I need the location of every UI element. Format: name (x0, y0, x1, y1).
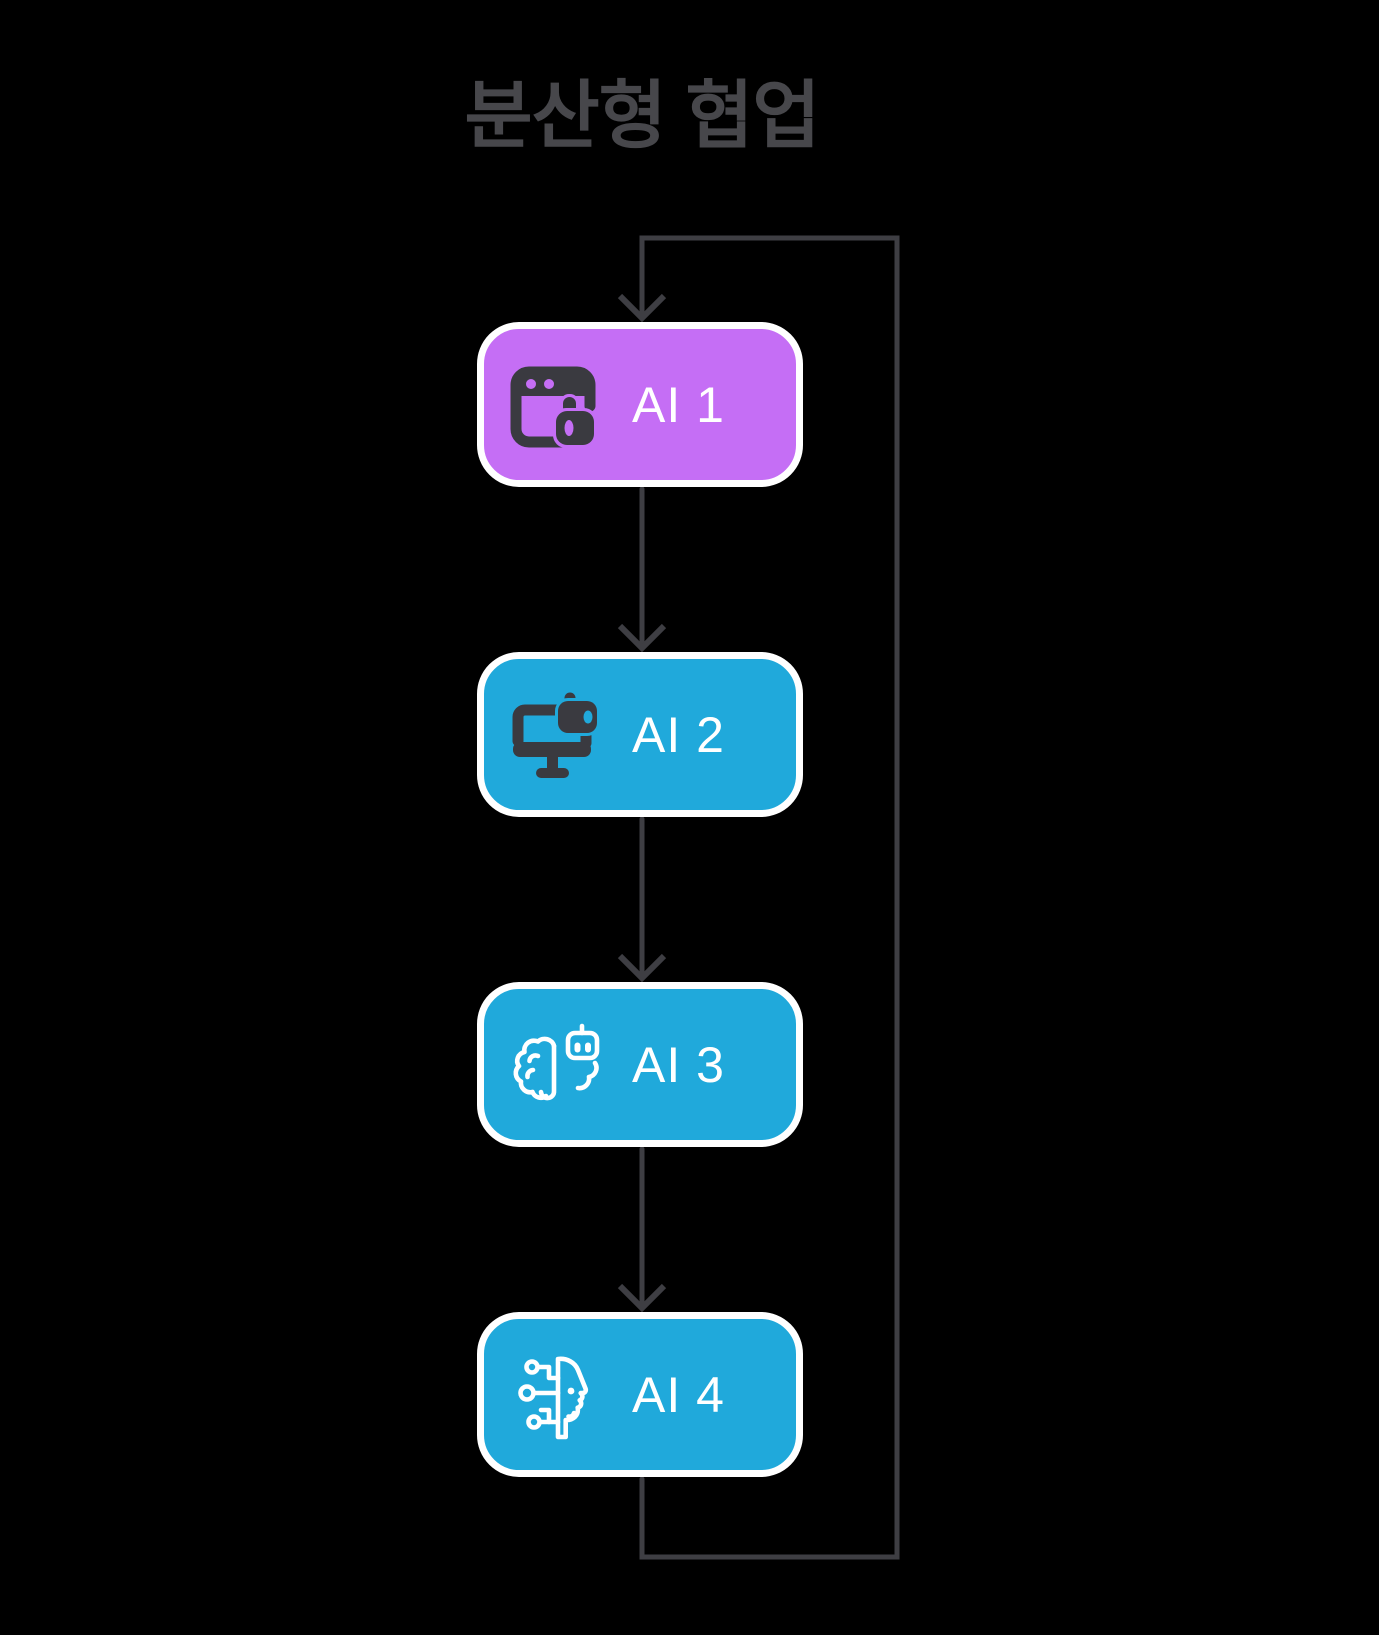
feedback-loop-line (639, 235, 900, 1560)
arrowhead-into-ai3 (617, 953, 667, 983)
arrowhead-into-ai4 (617, 1283, 667, 1313)
monitor-robot-icon (508, 688, 600, 781)
node-ai2: AI 2 (477, 652, 803, 817)
node-label: AI 3 (632, 1036, 725, 1093)
brain-robot-icon (508, 1019, 600, 1111)
node-label: AI 2 (632, 706, 725, 763)
node-ai1: AI 1 (477, 322, 803, 487)
diagram-title: 분산형 협업 (464, 74, 821, 157)
arrowhead-into-ai1 (617, 293, 667, 323)
arrowhead-into-ai2 (617, 623, 667, 653)
node-label: AI 1 (632, 376, 725, 433)
node-ai4: AI 4 (477, 1312, 803, 1477)
node-ai3: AI 3 (477, 982, 803, 1147)
browser-agent-icon (508, 359, 600, 451)
cyborg-face-icon (508, 1349, 600, 1441)
node-label: AI 4 (632, 1366, 725, 1423)
